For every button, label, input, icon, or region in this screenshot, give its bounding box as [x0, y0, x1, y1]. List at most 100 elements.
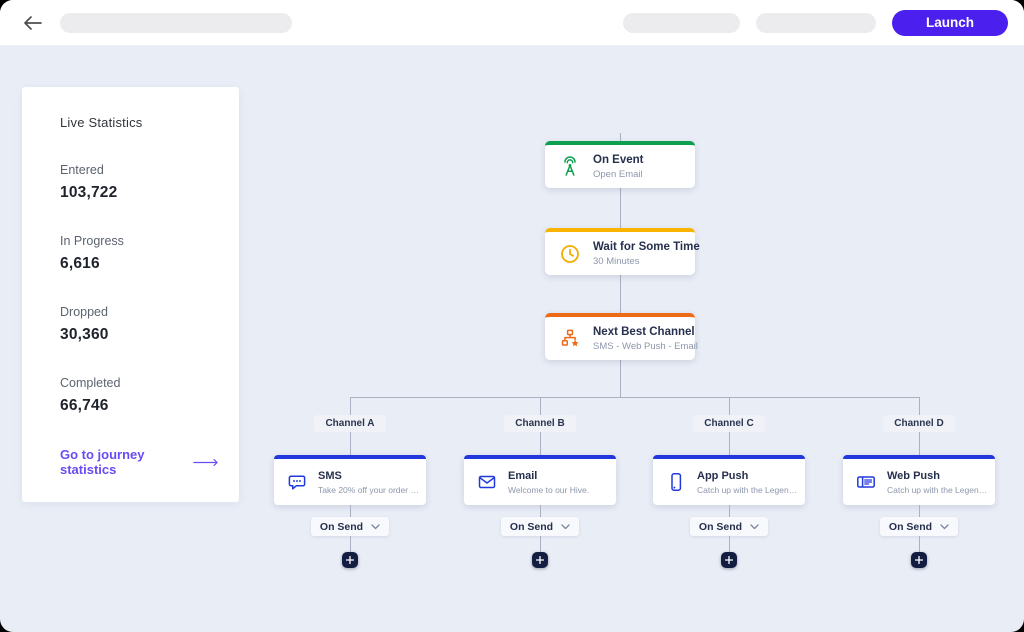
node-title: Wait for Some Time: [593, 240, 700, 253]
node-title: On Event: [593, 153, 644, 166]
node-on-event[interactable]: On Event Open Email: [545, 141, 695, 188]
channel-column-d: Channel D Web Push Catch up with the Leg…: [843, 397, 995, 568]
arrow-left-icon: [23, 15, 42, 30]
on-send-label: On Send: [888, 520, 933, 533]
clock-icon: [558, 242, 582, 266]
node-wait[interactable]: Wait for Some Time 30 Minutes: [545, 228, 700, 275]
connector-line: [539, 432, 541, 455]
chevron-down-icon: [371, 523, 380, 529]
connector-line: [620, 274, 621, 313]
toolbar-placeholder-2: [756, 12, 876, 33]
stat-completed: Completed 66,746: [60, 376, 219, 415]
launch-button[interactable]: Launch: [892, 9, 1008, 36]
add-node-button[interactable]: [911, 552, 927, 568]
node-email[interactable]: Email Welcome to our Hive.: [464, 455, 616, 505]
plus-icon: [725, 556, 733, 564]
connector-line: [728, 397, 730, 415]
branch-label: Channel B: [504, 415, 576, 432]
plus-icon: [346, 556, 354, 564]
channel-title: App Push: [697, 469, 749, 482]
add-node-button[interactable]: [532, 552, 548, 568]
connector-line: [918, 536, 920, 552]
chevron-down-icon: [940, 523, 949, 529]
branch-label: Channel C: [693, 415, 765, 432]
channel-subtitle: Take 20% off your order with code ...: [318, 484, 420, 495]
branch-split-line: [350, 397, 919, 398]
app-push-icon: [664, 470, 688, 494]
stat-entered: Entered 103,722: [60, 163, 219, 202]
node-title: Next Best Channel: [593, 325, 695, 338]
email-icon: [475, 470, 499, 494]
stat-label: Dropped: [60, 305, 108, 319]
plus-icon: [536, 556, 544, 564]
node-sms[interactable]: SMS Take 20% off your order with code ..…: [274, 455, 426, 505]
connector-line: [620, 360, 621, 397]
plus-icon: [915, 556, 923, 564]
journey-statistics-link[interactable]: Go to journey statistics: [60, 447, 219, 477]
connector-line: [918, 432, 920, 455]
arrow-right-icon: [193, 458, 218, 466]
chevron-down-icon: [561, 523, 570, 529]
live-statistics-panel: Live Statistics Entered 103,722 In Progr…: [22, 87, 239, 502]
stat-label: In Progress: [60, 234, 124, 248]
stat-value: 103,722: [60, 184, 118, 201]
journey-title-placeholder: [60, 12, 292, 33]
channel-title: Web Push: [887, 469, 940, 482]
connector-line: [349, 505, 351, 517]
on-send-label: On Send: [698, 520, 743, 533]
connector-line: [349, 432, 351, 455]
on-send-label: On Send: [509, 520, 554, 533]
connector-line: [539, 505, 541, 517]
connector-line: [728, 536, 730, 552]
journey-statistics-link-label: Go to journey statistics: [60, 447, 145, 477]
stat-value: 30,360: [60, 326, 109, 343]
stat-label: Completed: [60, 376, 121, 390]
back-button[interactable]: [20, 11, 44, 35]
stat-value: 66,746: [60, 397, 109, 414]
node-next-best-channel[interactable]: Next Best Channel SMS - Web Push - Email: [545, 313, 698, 360]
connector-line: [539, 397, 541, 415]
web-push-icon: [854, 470, 878, 494]
connector-line: [728, 505, 730, 517]
channel-title: Email: [508, 469, 538, 482]
connector-line: [539, 536, 541, 552]
top-bar: Launch: [0, 0, 1024, 46]
connector-line: [349, 536, 351, 552]
node-subtitle: SMS - Web Push - Email: [593, 340, 698, 352]
connector-line: [349, 397, 351, 415]
node-web-push[interactable]: Web Push Catch up with the Legends!: [843, 455, 995, 505]
channel-subtitle: Welcome to our Hive.: [508, 484, 590, 495]
add-node-button[interactable]: [721, 552, 737, 568]
hierarchy-star-icon: [558, 327, 582, 351]
node-app-push[interactable]: App Push Catch up with the Legends!: [653, 455, 805, 505]
sms-icon: [285, 470, 309, 494]
branch-label: Channel A: [314, 415, 386, 432]
on-send-dropdown[interactable]: On Send: [500, 517, 580, 536]
channel-column-b: Channel B Email Welcome to our Hive. On …: [464, 397, 616, 568]
on-send-label: On Send: [319, 520, 364, 533]
add-node-button[interactable]: [342, 552, 358, 568]
node-subtitle: 30 Minutes: [593, 255, 640, 267]
stats-title: Live Statistics: [60, 115, 143, 130]
stat-dropped: Dropped 30,360: [60, 305, 219, 344]
channel-column-a: Channel A SMS Take 20% off your order wi…: [274, 397, 426, 568]
connector-line: [620, 133, 621, 141]
chevron-down-icon: [750, 523, 759, 529]
stat-in-progress: In Progress 6,616: [60, 234, 219, 273]
connector-line: [620, 188, 621, 228]
toolbar-placeholder-1: [623, 12, 740, 33]
on-send-dropdown[interactable]: On Send: [879, 517, 959, 536]
connector-line: [918, 397, 920, 415]
stat-label: Entered: [60, 163, 104, 177]
connector-line: [918, 505, 920, 517]
branch-label: Channel D: [883, 415, 955, 432]
channel-subtitle: Catch up with the Legends!: [887, 484, 989, 495]
on-send-dropdown[interactable]: On Send: [310, 517, 390, 536]
connector-line: [728, 432, 730, 455]
journey-canvas: Live Statistics Entered 103,722 In Progr…: [0, 46, 1024, 632]
channel-subtitle: Catch up with the Legends!: [697, 484, 799, 495]
on-send-dropdown[interactable]: On Send: [689, 517, 769, 536]
antenna-icon: [558, 155, 582, 179]
stat-value: 6,616: [60, 255, 100, 272]
